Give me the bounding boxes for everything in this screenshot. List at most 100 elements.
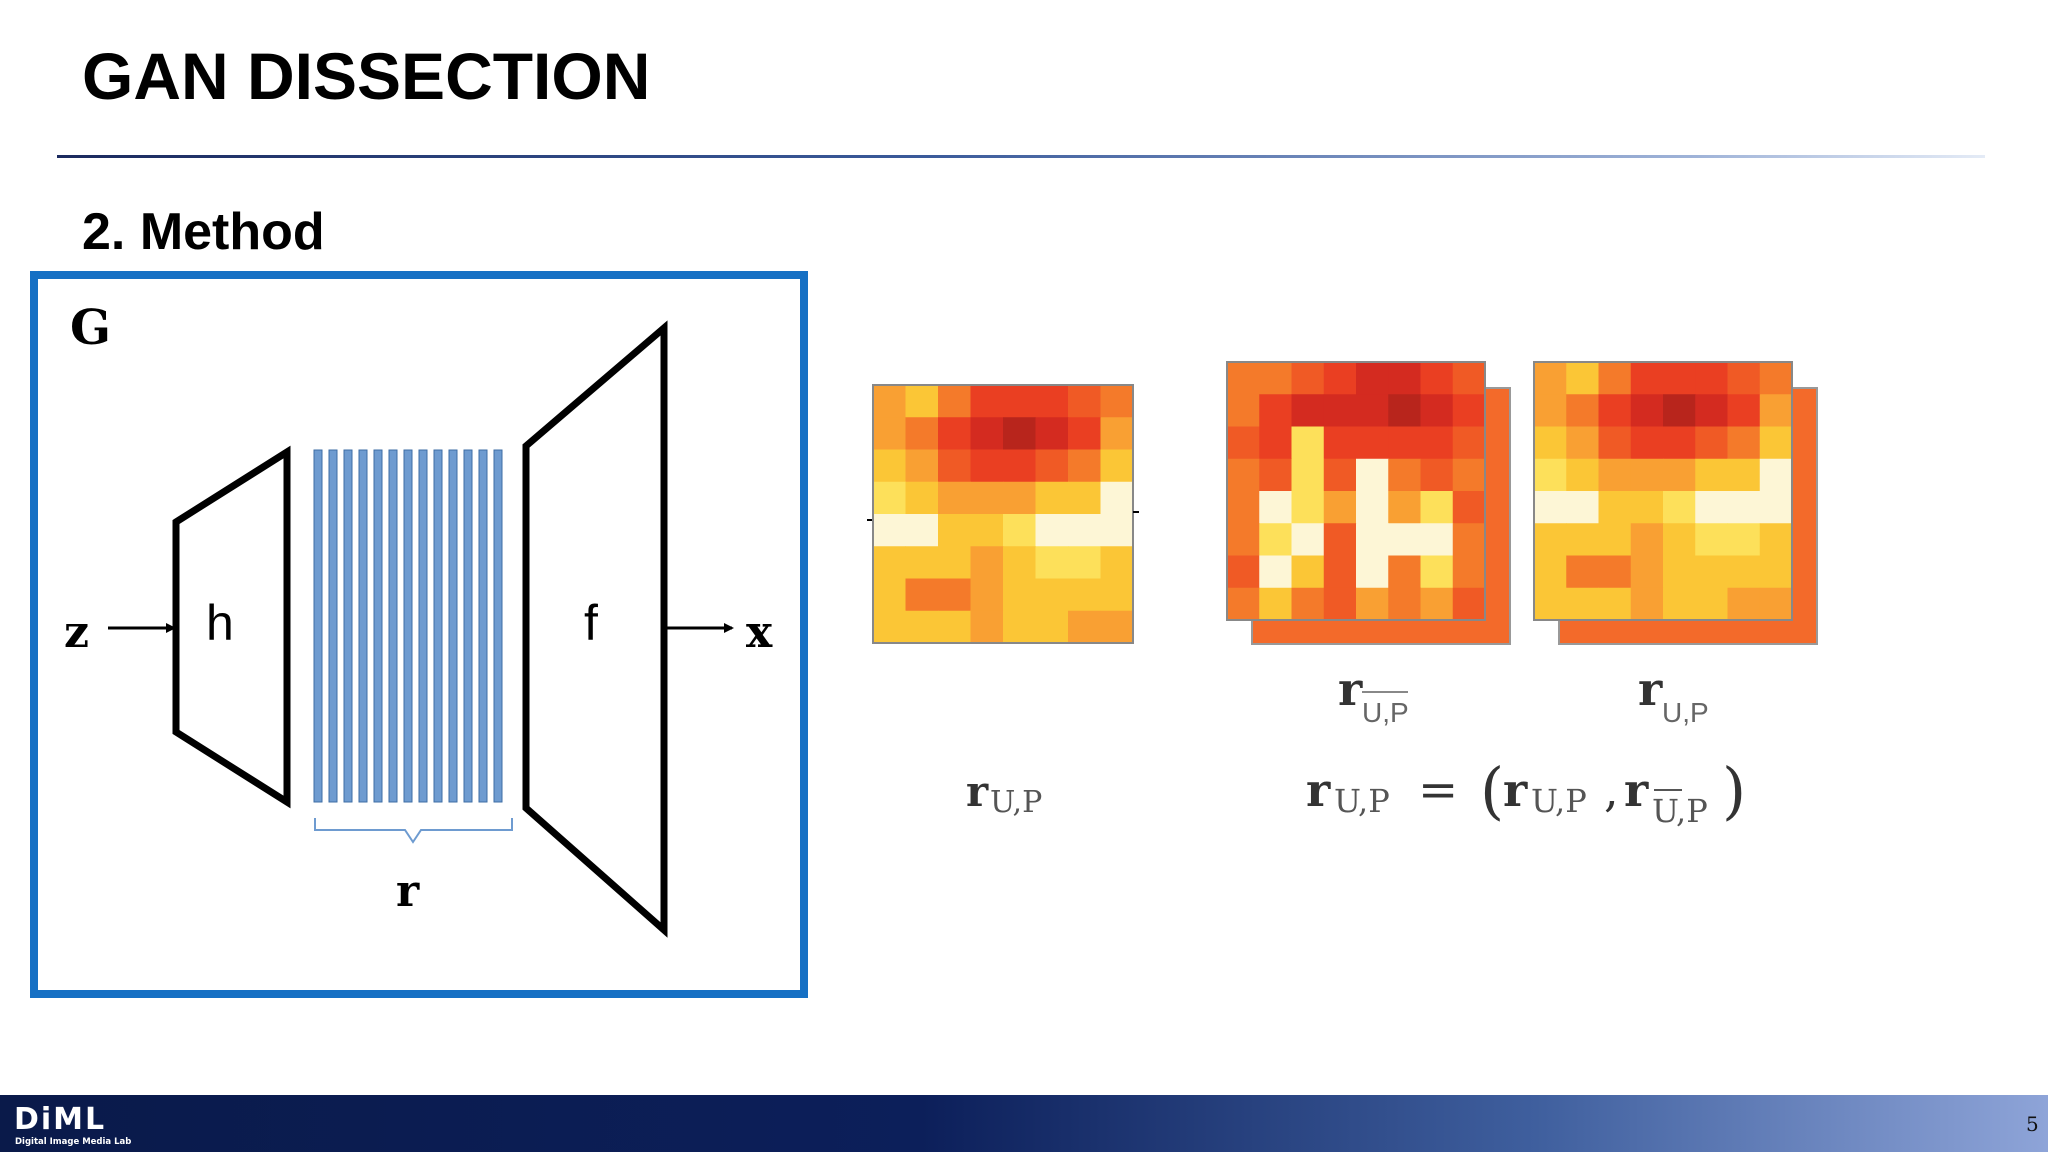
- heatmap-cell: [1003, 546, 1036, 579]
- heatmap-cell: [1663, 426, 1696, 460]
- heatmap-cell: [905, 546, 939, 579]
- heatmap-cell: [938, 449, 971, 483]
- heatmap-cell: [905, 449, 939, 483]
- heatmap-cell: [1003, 610, 1036, 644]
- heatmap-cell: [1630, 491, 1664, 524]
- heatmap-cell: [1630, 587, 1664, 621]
- heatmap-cell: [1452, 523, 1486, 556]
- heatmap-cell: [1068, 385, 1101, 418]
- heatmap-cell: [873, 546, 906, 579]
- heatmap-cell: [1663, 555, 1696, 589]
- heatmap-cell: [1323, 362, 1357, 395]
- heatmap-cell: [1259, 362, 1292, 395]
- representation-unit-bar: [388, 449, 398, 803]
- diml-logo-caption: Digital Image Media Lab: [15, 1137, 132, 1147]
- heatmap-cell: [1663, 394, 1696, 427]
- heatmap-cell: [1420, 394, 1454, 427]
- heatmap-cell: [1759, 458, 1793, 492]
- heatmap-single: [872, 384, 1134, 644]
- footer-bar: [0, 1095, 2048, 1152]
- heatmap-cell: [1356, 523, 1389, 556]
- representation-unit-bar: [493, 449, 503, 803]
- heatmap-cell: [1227, 458, 1260, 492]
- heatmap-cell: [1388, 587, 1421, 621]
- label-1-sub: U,P: [990, 785, 1042, 820]
- heatmap-cell: [1291, 458, 1325, 492]
- eq-term2-sub: U,P: [1652, 792, 1708, 830]
- heatmap-cell: [873, 578, 906, 612]
- heatmap-cell: [1727, 555, 1761, 589]
- heatmap-cell: [1259, 523, 1292, 556]
- heatmap-cell: [1420, 362, 1454, 395]
- heatmap-cell: [1566, 491, 1599, 524]
- heatmap-cell: [1566, 458, 1599, 492]
- heatmap-cell: [938, 481, 971, 515]
- heatmap-cell: [1452, 458, 1486, 492]
- label-r-u-p-right: r U,P: [1638, 662, 1709, 728]
- heatmap-cell: [970, 385, 1004, 418]
- eq-comma: ,: [1604, 763, 1619, 817]
- representation-unit-bar: [433, 449, 443, 803]
- heatmap-cell: [1291, 555, 1325, 589]
- heatmap-cell: [1356, 555, 1389, 589]
- representation-unit-bar: [463, 449, 473, 803]
- heatmap-cell: [1630, 362, 1664, 395]
- heatmap-cell: [1003, 481, 1036, 515]
- heatmap-cell: [1534, 491, 1567, 524]
- heatmap-cell: [1695, 362, 1728, 395]
- heatmap-cell: [1695, 523, 1728, 556]
- heatmap-cell: [1420, 491, 1454, 524]
- heatmap-cell: [1695, 426, 1728, 460]
- slide-subtitle: 2. Method: [82, 203, 325, 261]
- representation-unit-bar: [478, 449, 488, 803]
- heatmap-stack-unit-off: [1226, 361, 1511, 645]
- heatmap-cell: [938, 514, 971, 547]
- heatmap-cell: [1068, 449, 1101, 483]
- heatmap-cell: [1388, 458, 1421, 492]
- heatmap-cell: [1727, 394, 1761, 427]
- heatmap-cell: [1035, 385, 1069, 418]
- heatmap-cell: [1035, 546, 1069, 579]
- heatmap-cell: [1356, 394, 1389, 427]
- heatmap-cell: [1323, 523, 1357, 556]
- representation-unit-bar: [358, 449, 368, 803]
- heatmap-cell: [1534, 394, 1567, 427]
- heatmap-cell: [1068, 610, 1101, 644]
- output-x-label: x: [746, 607, 773, 658]
- diml-logo: DiML: [14, 1102, 107, 1137]
- heatmap-cell: [1035, 417, 1069, 450]
- eq-close-paren: ): [1722, 754, 1746, 827]
- heatmap-cell: [1598, 587, 1632, 621]
- heatmap-cell: [1452, 426, 1486, 460]
- heatmap-cell: [873, 481, 906, 515]
- heatmap-cell: [1291, 587, 1325, 621]
- heatmap-cell: [1323, 426, 1357, 460]
- representation-unit-bar: [448, 449, 458, 803]
- label-2-sub: U,P: [1362, 697, 1409, 728]
- heatmap-border: [872, 384, 1134, 644]
- heatmap-cell: [1227, 491, 1260, 524]
- heatmap-cell: [1727, 362, 1761, 395]
- heatmap-cell: [1227, 555, 1260, 589]
- label-3-r: r: [1638, 662, 1663, 716]
- representation-unit-bar: [313, 449, 323, 803]
- heatmap-cell: [1227, 426, 1260, 460]
- heatmap-cell: [1356, 426, 1389, 460]
- representation-r-label: r: [396, 866, 420, 917]
- decoder-f-trapezoid: [522, 320, 668, 938]
- heatmap-cell: [1452, 362, 1486, 395]
- heatmap-cell: [1259, 491, 1292, 524]
- eq-equals: =: [1418, 762, 1458, 818]
- heatmap-cell: [1566, 426, 1599, 460]
- heatmap-cell: [970, 481, 1004, 515]
- heatmap-cell: [938, 546, 971, 579]
- heatmap-cell: [1420, 555, 1454, 589]
- heatmap-cell: [1323, 458, 1357, 492]
- heatmap-border: [1226, 361, 1486, 621]
- heatmap-cell: [1663, 458, 1696, 492]
- heatmap-cell: [970, 449, 1004, 483]
- heatmap-cell: [1259, 458, 1292, 492]
- heatmap-cell: [1356, 587, 1389, 621]
- heatmap-cell: [1388, 555, 1421, 589]
- heatmap-cell: [1227, 523, 1260, 556]
